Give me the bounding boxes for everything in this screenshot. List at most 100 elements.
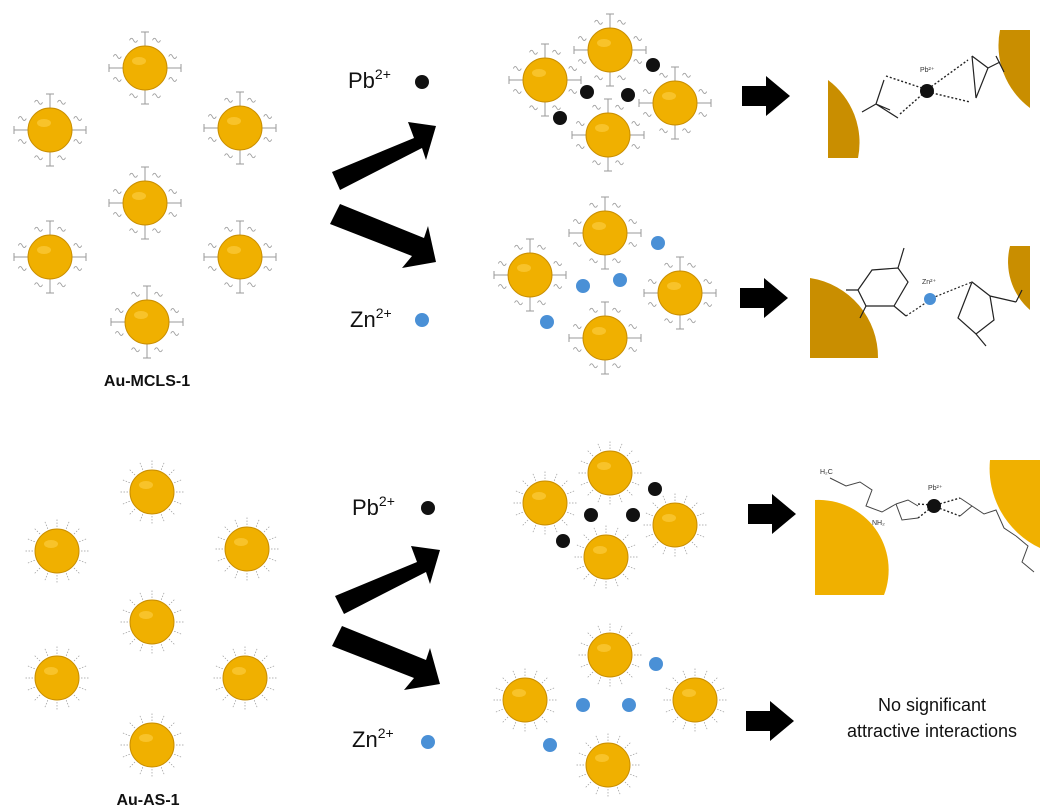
gold-surface-icon bbox=[810, 278, 879, 358]
block-arrow-icon bbox=[332, 122, 436, 190]
lead-ion-dot-icon bbox=[646, 58, 660, 72]
no-interaction-line-2: attractive interactions bbox=[847, 721, 1017, 741]
gold-nanoparticle-icon bbox=[108, 31, 182, 105]
lead-ion-dot-icon bbox=[556, 534, 570, 548]
block-arrow-icon bbox=[335, 546, 440, 614]
h2c-label: H₂C bbox=[820, 469, 833, 476]
gold-nanoparticle-icon bbox=[213, 646, 277, 710]
block-arrow-icon bbox=[742, 76, 790, 116]
gold-nanoparticle-icon bbox=[203, 220, 277, 294]
mcls-pb-aggregate bbox=[508, 13, 712, 172]
no-interaction-note: No significant attractive interactions bbox=[847, 695, 1017, 741]
pb-label-charge: 2+ bbox=[375, 66, 391, 82]
lead-ion-dot-icon bbox=[553, 111, 567, 125]
gold-nanoparticle-icon bbox=[571, 98, 645, 172]
gold-nanoparticle-icon bbox=[13, 220, 87, 294]
lead-ion-dot-icon bbox=[621, 88, 635, 102]
lead-ion-dot-icon bbox=[421, 501, 435, 515]
gold-nanoparticle-icon bbox=[573, 13, 647, 87]
zn-ion-label-top: Zn2+ bbox=[350, 305, 429, 332]
zinc-ion-dot-icon bbox=[540, 315, 554, 329]
lead-ion-dot-icon bbox=[415, 75, 429, 89]
pb-label-charge: 2+ bbox=[379, 493, 395, 509]
panel-au-mcls-1: Au-MCLS-1 Pb2+ Zn2+ bbox=[13, 13, 1030, 390]
block-arrow-icon bbox=[746, 701, 794, 741]
lead-ion-dot-icon bbox=[626, 508, 640, 522]
material-label-au-as-1: Au-AS-1 bbox=[116, 792, 179, 809]
mcls-pb-binding-scheme: Pb²⁺ bbox=[828, 30, 1030, 158]
gold-nanoparticle-icon bbox=[215, 517, 279, 581]
gold-nanoparticle-icon bbox=[508, 43, 582, 117]
gold-surface-icon bbox=[1008, 246, 1030, 310]
gold-nanoparticle-icon bbox=[578, 623, 642, 687]
gold-nanoparticle-icon bbox=[120, 590, 184, 654]
as-pb-aggregate bbox=[513, 441, 707, 589]
pb-label-base: Pb bbox=[348, 68, 375, 93]
lead-ion-dot-icon bbox=[927, 499, 941, 513]
pb-small-label: Pb²⁺ bbox=[920, 67, 935, 74]
gold-nanoparticle-icon bbox=[110, 285, 184, 359]
as-zn-cluster bbox=[493, 623, 727, 797]
zn-label-base: Zn bbox=[350, 307, 376, 332]
gold-nanoparticle-icon bbox=[568, 301, 642, 375]
pb-label: Pb2+ bbox=[352, 493, 395, 520]
zinc-ion-dot-icon bbox=[622, 698, 636, 712]
gold-nanoparticle-icon bbox=[568, 196, 642, 270]
block-arrow-icon bbox=[748, 494, 796, 534]
zn-label: Zn2+ bbox=[352, 725, 394, 752]
block-arrow-icon bbox=[332, 626, 440, 690]
zn-small-label: Zn²⁺ bbox=[922, 279, 937, 286]
gold-surface-icon bbox=[815, 499, 889, 595]
gold-nanoparticle-icon bbox=[513, 471, 577, 535]
zinc-ion-dot-icon bbox=[924, 293, 936, 305]
lead-ion-dot-icon bbox=[648, 482, 662, 496]
nh2-label: NH₂ bbox=[872, 520, 885, 527]
zn-label-base: Zn bbox=[352, 727, 378, 752]
pb-ion-label-bottom: Pb2+ bbox=[352, 493, 435, 520]
zinc-ion-dot-icon bbox=[576, 279, 590, 293]
gold-nanoparticle-icon bbox=[493, 238, 567, 312]
lead-ion-dot-icon bbox=[584, 508, 598, 522]
gold-nanoparticle-icon bbox=[663, 668, 727, 732]
gold-surface-icon bbox=[989, 460, 1040, 548]
material-label-au-mcls-1: Au-MCLS-1 bbox=[104, 373, 190, 390]
gold-nanoparticle-icon bbox=[108, 166, 182, 240]
gold-nanoparticle-icon bbox=[643, 493, 707, 557]
gold-nanoparticle-icon bbox=[25, 519, 89, 583]
lead-ion-dot-icon bbox=[920, 84, 934, 98]
gold-nanoparticle-icon bbox=[120, 460, 184, 524]
as-dispersed-ensemble bbox=[25, 460, 279, 777]
block-arrow-icon bbox=[330, 204, 436, 268]
gold-nanoparticle-icon bbox=[578, 441, 642, 505]
gold-nanoparticle-icon bbox=[574, 525, 638, 589]
zinc-ion-dot-icon bbox=[649, 657, 663, 671]
gold-nanoparticle-icon bbox=[493, 668, 557, 732]
mcls-dispersed-ensemble bbox=[13, 31, 277, 359]
pb-small-label: Pb²⁺ bbox=[928, 485, 943, 492]
zinc-ion-dot-icon bbox=[576, 698, 590, 712]
zn-label: Zn2+ bbox=[350, 305, 392, 332]
gold-nanoparticle-icon bbox=[13, 93, 87, 167]
mcls-zn-binding-scheme: Zn²⁺ bbox=[810, 246, 1030, 358]
no-interaction-line-1: No significant bbox=[878, 695, 986, 715]
gold-nanoparticle-icon bbox=[120, 713, 184, 777]
pb-ion-label-top: Pb2+ bbox=[348, 66, 429, 93]
gold-nanoparticle-icon bbox=[203, 91, 277, 165]
gold-surface-icon bbox=[828, 80, 860, 158]
pb-label: Pb2+ bbox=[348, 66, 391, 93]
block-arrow-icon bbox=[740, 278, 788, 318]
zn-label-charge: 2+ bbox=[376, 305, 392, 321]
gold-surface-icon bbox=[998, 30, 1030, 108]
mcls-zn-cluster bbox=[493, 196, 717, 375]
zinc-ion-dot-icon bbox=[651, 236, 665, 250]
as-pb-binding-scheme: Pb²⁺ H₂C NH₂ bbox=[815, 460, 1040, 595]
pb-label-base: Pb bbox=[352, 495, 379, 520]
zinc-ion-dot-icon bbox=[543, 738, 557, 752]
panel-au-as-1: Au-AS-1 Pb2+ Zn2+ bbox=[25, 441, 1040, 809]
gold-nanoparticle-icon bbox=[576, 733, 640, 797]
zn-ion-label-bottom: Zn2+ bbox=[352, 725, 435, 752]
gold-nanoparticle-icon bbox=[25, 646, 89, 710]
zinc-ion-dot-icon bbox=[613, 273, 627, 287]
zn-label-charge: 2+ bbox=[378, 725, 394, 741]
